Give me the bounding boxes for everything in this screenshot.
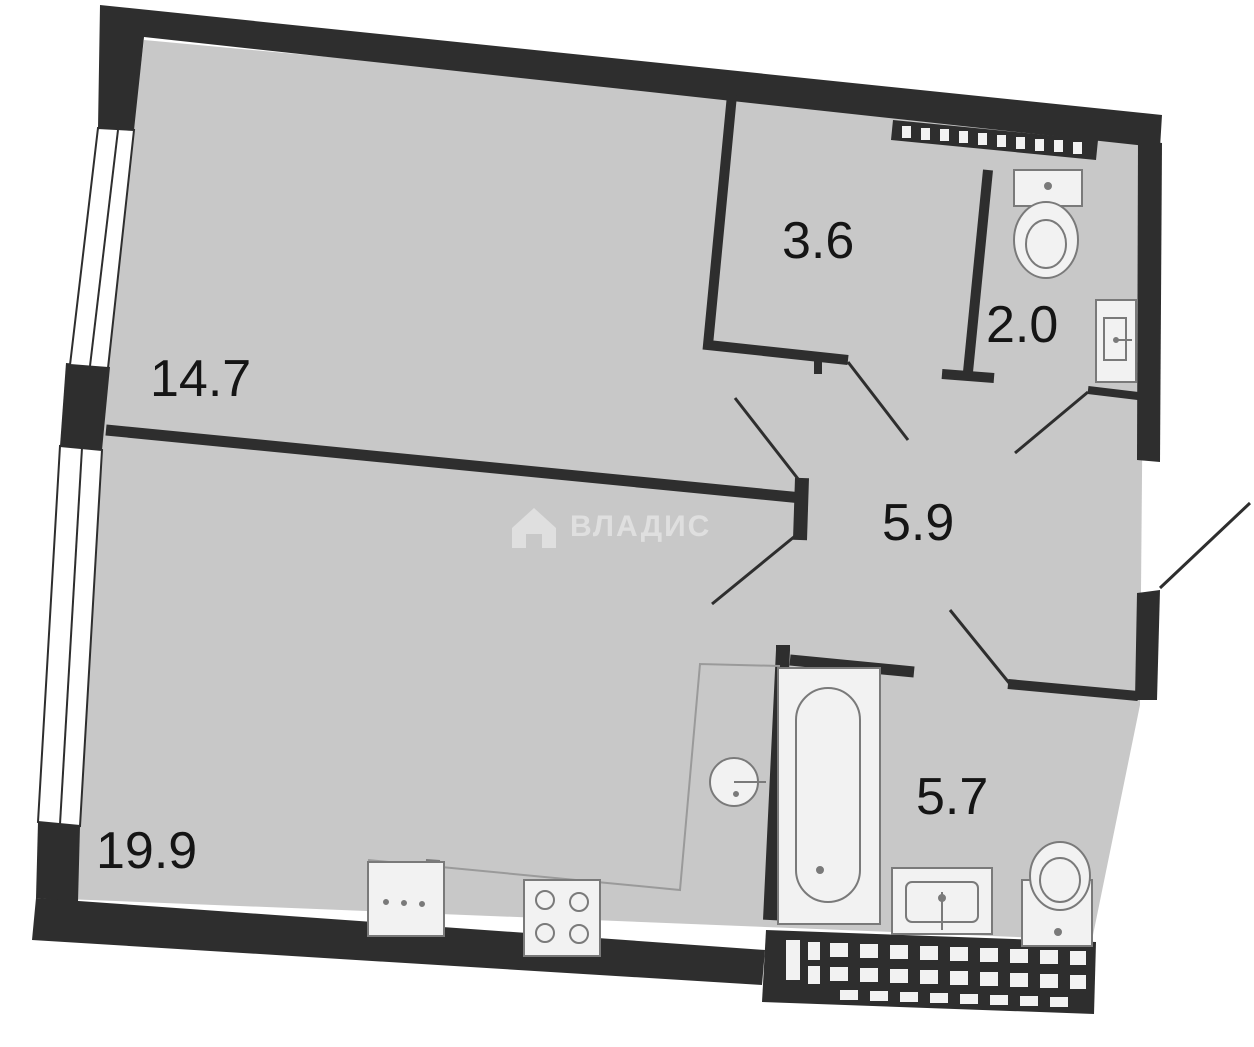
area-label-wc: 2.0: [986, 296, 1058, 354]
house-logo-icon: [512, 508, 556, 548]
area-label-living: 14.7: [150, 350, 251, 408]
area-label-hall: 5.9: [882, 494, 954, 552]
kitchen-counter: [367, 662, 781, 892]
door-swings: [711, 361, 1252, 685]
window-living: [68, 126, 136, 370]
interior-walls: [105, 94, 1139, 921]
area-label-storage: 3.6: [782, 212, 854, 270]
kitchen-sink-icon: [709, 757, 766, 807]
stove-icon: [523, 879, 601, 957]
fridge-icon: [367, 859, 445, 937]
area-label-kitchen: 19.9: [96, 822, 197, 880]
wc-toilet-icon: [1013, 169, 1083, 279]
watermark-text: ВЛАДИС: [570, 510, 711, 543]
watermark: ВЛАДИС: [512, 508, 711, 548]
bathroom-toilet-icon: [1021, 841, 1093, 947]
area-label-bathroom: 5.7: [916, 768, 988, 826]
fixtures: [367, 169, 1137, 957]
wc-sink-icon: [1095, 299, 1137, 383]
bathroom-sink-icon: [891, 867, 993, 935]
bathtub-icon: [777, 667, 881, 925]
windows: [36, 120, 1098, 1007]
window-bathroom: [786, 940, 1086, 1007]
